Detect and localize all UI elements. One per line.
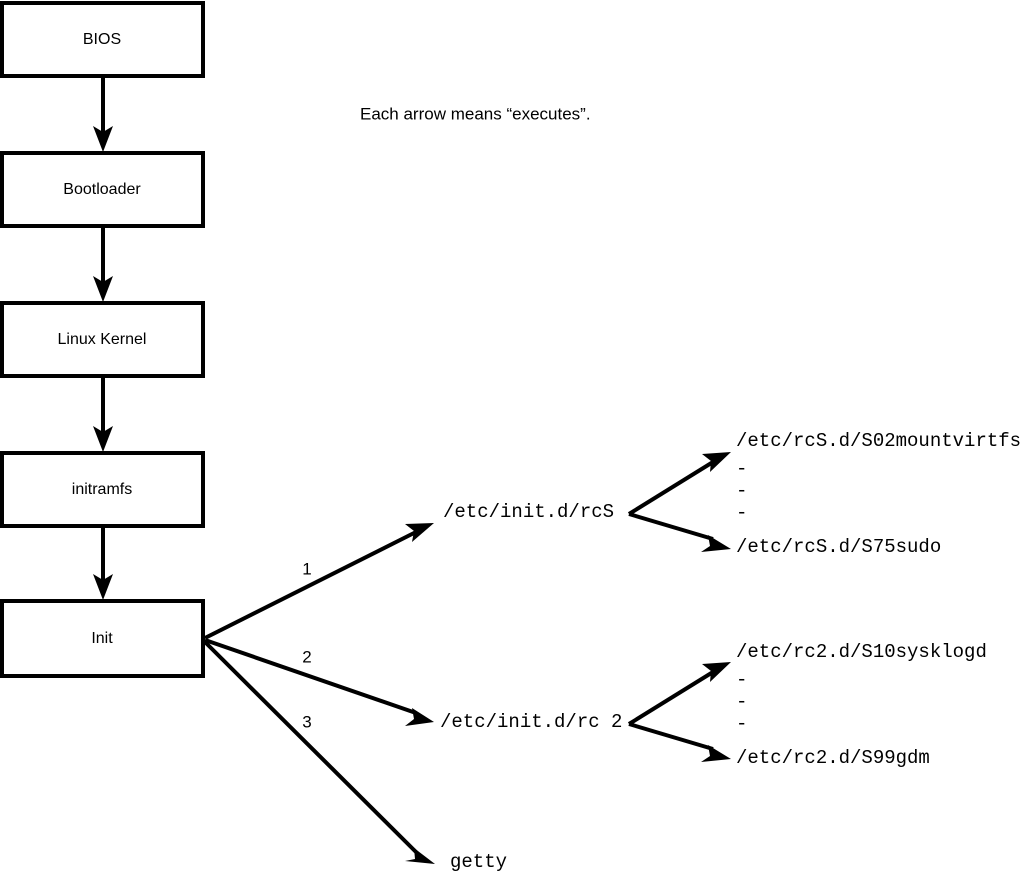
node-init-label: Init xyxy=(91,630,113,647)
node-linux-kernel[interactable]: Linux Kernel xyxy=(0,301,205,378)
branch-2-label: /etc/init.d/rc 2 xyxy=(440,711,622,733)
arrow-initramfs-to-init xyxy=(93,526,113,600)
arrow-rcs-to-last-script xyxy=(628,512,731,552)
node-bootloader-label: Bootloader xyxy=(63,181,141,198)
branch-3-number: 3 xyxy=(302,712,311,731)
node-init[interactable]: Init xyxy=(0,599,205,678)
node-initramfs[interactable]: initramfs xyxy=(0,451,205,528)
node-init-box xyxy=(0,599,205,678)
node-bios[interactable]: BIOS xyxy=(0,1,205,78)
node-initramfs-label: initramfs xyxy=(72,481,132,498)
branch-2-number: 2 xyxy=(302,647,311,666)
rcs-ellipsis-dash-3: - xyxy=(736,502,747,524)
arrow-bios-to-bootloader xyxy=(93,76,113,152)
node-bios-box xyxy=(0,1,205,78)
branch-1-label: /etc/init.d/rcS xyxy=(443,501,614,523)
rc2-script-first: /etc/rc2.d/S10sysklogd xyxy=(736,641,987,663)
node-bootloader[interactable]: Bootloader xyxy=(0,151,205,228)
arrow-rc2-to-last-script xyxy=(628,722,731,762)
rcs-script-first: /etc/rcS.d/S02mountvirtfs xyxy=(736,430,1021,452)
arrow-init-branch-1 xyxy=(204,523,434,640)
rcs-ellipsis-dash-1: - xyxy=(736,458,747,480)
arrow-init-branch-2 xyxy=(204,638,434,726)
node-bios-label: BIOS xyxy=(83,31,121,48)
node-initramfs-box xyxy=(0,451,205,528)
legend-note: Each arrow means “executes”. xyxy=(360,104,591,123)
arrow-kernel-to-initramfs xyxy=(93,376,113,452)
branch-1-number: 1 xyxy=(302,559,311,578)
rc2-ellipsis-dash-1: - xyxy=(736,669,747,691)
arrow-rcs-to-first-script xyxy=(627,452,731,516)
node-linux-kernel-label: Linux Kernel xyxy=(58,331,147,348)
rcs-ellipsis-dash-2: - xyxy=(736,480,747,502)
branch-3-label: getty xyxy=(450,851,507,873)
rc2-script-last: /etc/rc2.d/S99gdm xyxy=(736,747,930,769)
arrow-init-branch-3 xyxy=(203,640,435,864)
arrow-rc2-to-first-script xyxy=(627,662,731,726)
rcs-script-last: /etc/rcS.d/S75sudo xyxy=(736,536,941,558)
rc2-ellipsis-dash-2: - xyxy=(736,691,747,713)
rc2-ellipsis-dash-3: - xyxy=(736,713,747,735)
arrow-bootloader-to-kernel xyxy=(93,226,113,302)
